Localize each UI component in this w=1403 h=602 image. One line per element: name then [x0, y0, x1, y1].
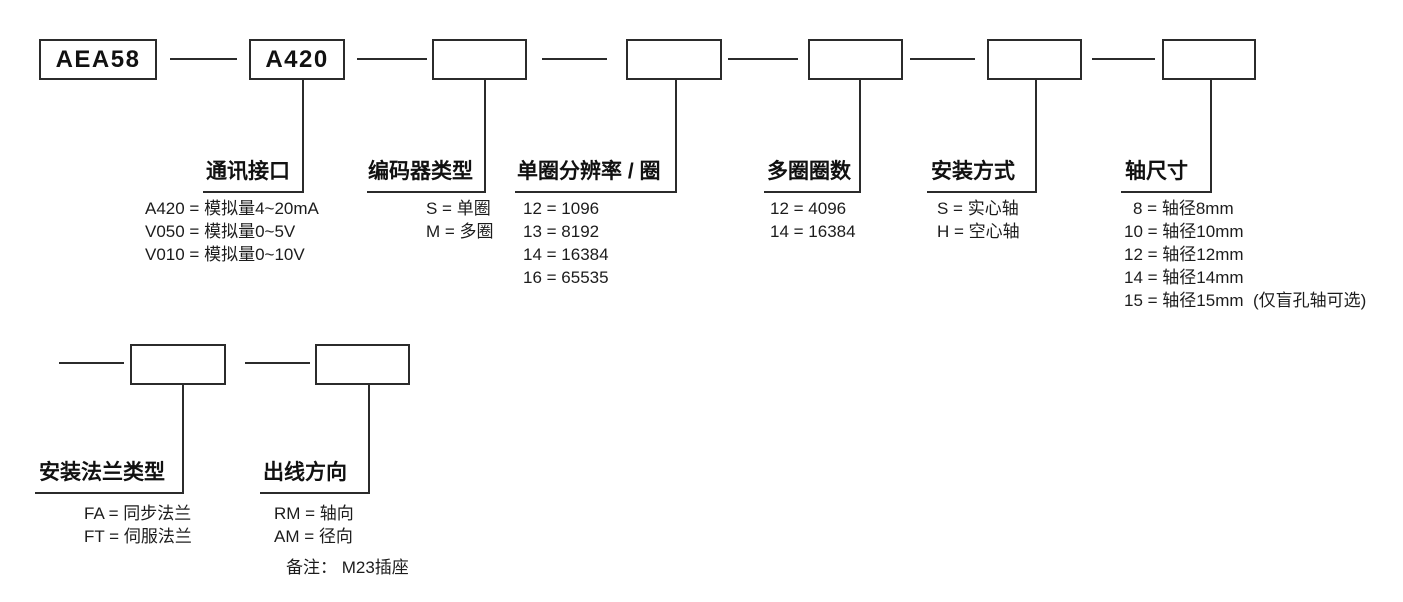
leader-vline-interface: [302, 79, 304, 193]
dash-line-outlet: [245, 362, 310, 364]
connector-line-1: [170, 58, 237, 60]
option-item: V050 = 模拟量0~5V: [145, 222, 296, 241]
code-box-interface: A420: [249, 39, 345, 80]
section-title-communication-interface: 通讯接口: [206, 160, 290, 183]
leader-vline-shaft-size: [1210, 79, 1212, 193]
connector-line-6: [1092, 58, 1155, 60]
leader-vline-encoder-type: [484, 79, 486, 193]
options-encoder-type: S = 单圈 M = 多圈: [426, 197, 494, 243]
option-item: 12 = 1096: [523, 199, 600, 218]
option-item: S = 单圈: [426, 199, 491, 218]
code-box-resolution: [626, 39, 722, 80]
option-item: 8 = 轴径8mm: [1133, 199, 1234, 218]
section-title-flange-type: 安装法兰类型: [39, 461, 165, 484]
code-box-encoder-type: [432, 39, 527, 80]
leader-underline-shaft-size: [1121, 191, 1212, 193]
section-title-mounting-type: 安装方式: [931, 160, 1015, 183]
leader-underline-encoder-type: [367, 191, 486, 193]
leader-underline-mounting: [927, 191, 1037, 193]
options-flange-type: FA = 同步法兰 FT = 伺服法兰: [84, 502, 192, 548]
option-item: 14 = 16384: [770, 222, 856, 241]
option-item: 13 = 8192: [523, 222, 600, 241]
option-item: RM = 轴向: [274, 504, 354, 523]
connector-line-5: [910, 58, 975, 60]
leader-vline-resolution: [675, 79, 677, 193]
option-item: AM = 径向: [274, 527, 353, 546]
code-box-shaft-size: [1162, 39, 1256, 80]
code-box-mounting: [987, 39, 1082, 80]
leader-underline-flange: [35, 492, 184, 494]
leader-vline-flange: [182, 384, 184, 494]
option-item: FT = 伺服法兰: [84, 527, 192, 546]
options-singleturn-resolution: 12 = 1096 13 = 8192 14 = 16384 16 = 6553…: [523, 197, 609, 289]
option-item: FA = 同步法兰: [84, 504, 192, 523]
connector-line-4: [728, 58, 798, 60]
option-item: V010 = 模拟量0~10V: [145, 245, 305, 264]
option-item: 15 = 轴径15mm (仅盲孔轴可选): [1124, 291, 1367, 310]
options-mounting-type: S = 实心轴 H = 空心轴: [937, 197, 1020, 243]
options-outlet-direction: RM = 轴向 AM = 径向: [274, 502, 354, 548]
option-item: S = 实心轴: [937, 199, 1019, 218]
code-box-multiturn: [808, 39, 903, 80]
section-title-encoder-type: 编码器类型: [368, 160, 473, 183]
leader-underline-resolution: [515, 191, 677, 193]
section-title-multiturn-count: 多圈圈数: [767, 160, 851, 183]
leader-underline-multiturn: [764, 191, 861, 193]
leader-vline-multiturn: [859, 79, 861, 193]
leader-vline-outlet: [368, 384, 370, 494]
dash-line-flange: [59, 362, 124, 364]
leader-vline-mounting: [1035, 79, 1037, 193]
option-item: 14 = 轴径14mm: [1124, 268, 1244, 287]
section-title-shaft-size: 轴尺寸: [1125, 160, 1188, 183]
connector-line-2: [357, 58, 427, 60]
options-communication-interface: A420 = 模拟量4~20mA V050 = 模拟量0~5V V010 = 模…: [145, 197, 319, 266]
code-box-series: AEA58: [39, 39, 157, 80]
option-item: 14 = 16384: [523, 245, 609, 264]
option-item: 12 = 4096: [770, 199, 847, 218]
option-item: M = 多圈: [426, 222, 494, 241]
code-box-flange: [130, 344, 226, 385]
option-item: A420 = 模拟量4~20mA: [145, 199, 319, 218]
leader-underline-outlet: [260, 492, 370, 494]
code-box-outlet: [315, 344, 410, 385]
section-title-outlet-direction: 出线方向: [263, 461, 347, 484]
connector-line-3: [542, 58, 607, 60]
option-item: 12 = 轴径12mm: [1124, 245, 1244, 264]
options-shaft-size: 8 = 轴径8mm 10 = 轴径10mm 12 = 轴径12mm 14 = 轴…: [1124, 197, 1366, 312]
options-multiturn-count: 12 = 4096 14 = 16384: [770, 197, 856, 243]
option-item: 10 = 轴径10mm: [1124, 222, 1244, 241]
leader-underline-interface: [203, 191, 304, 193]
section-title-singleturn-resolution: 单圈分辨率 / 圈: [517, 160, 661, 183]
option-item: H = 空心轴: [937, 222, 1020, 241]
option-item: 16 = 65535: [523, 268, 609, 287]
note-m23: 备注： M23插座: [286, 558, 409, 577]
